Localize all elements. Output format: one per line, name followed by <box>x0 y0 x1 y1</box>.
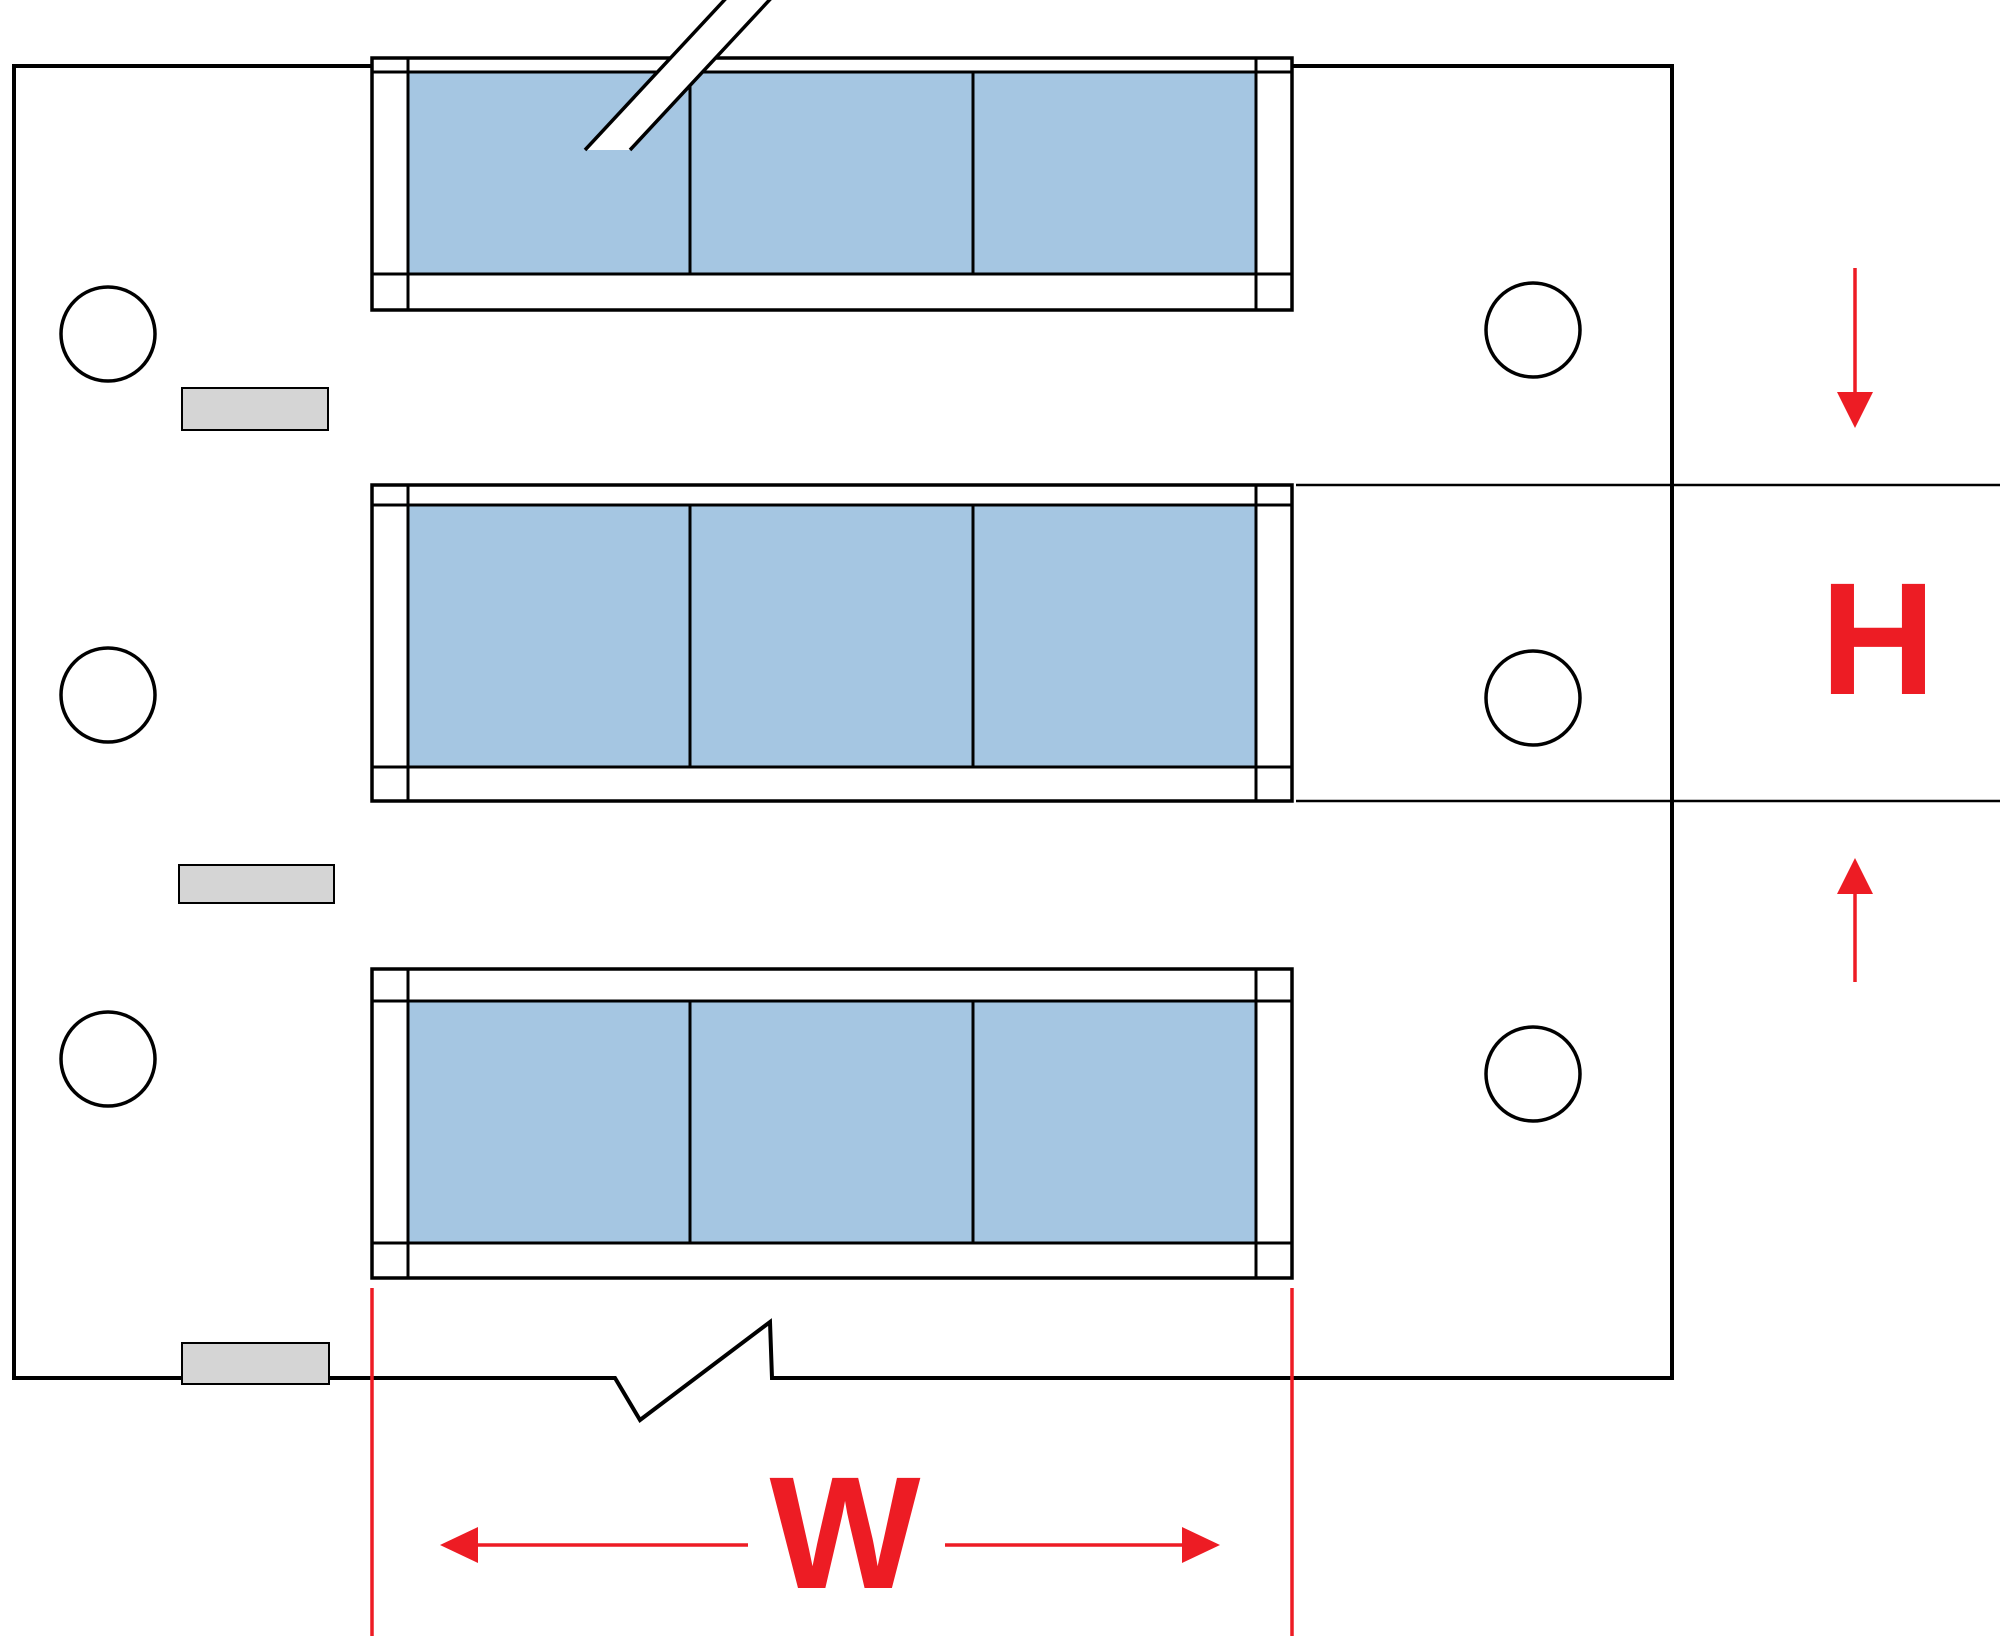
height-dimension: H <box>1296 268 2000 982</box>
break-cut-line <box>628 0 772 152</box>
sleeve-row-2 <box>370 483 1294 803</box>
sleeve-strip <box>406 999 1258 1245</box>
registration-mark <box>181 1342 330 1385</box>
width-dimension-label: W <box>769 1443 920 1622</box>
break-cut-line <box>583 0 727 152</box>
width-arrow-left-head <box>440 1527 478 1563</box>
registration-mark <box>178 864 335 904</box>
punch-hole <box>59 1010 157 1108</box>
sleeve-row-1 <box>370 0 1294 312</box>
height-arrow-down-head <box>1837 392 1873 428</box>
punch-hole <box>59 285 157 383</box>
sleeve-strip <box>406 503 1258 769</box>
width-dimension: W <box>370 1288 1294 1636</box>
punch-hole <box>1484 1025 1582 1123</box>
width-arrow-right-head <box>1182 1527 1220 1563</box>
height-arrow-up-head <box>1837 858 1873 894</box>
break-band <box>585 0 770 150</box>
sleeve-row-3 <box>370 967 1294 1280</box>
carrier-outline <box>12 64 1674 1423</box>
registration-mark <box>181 387 329 431</box>
punch-hole <box>1484 649 1582 747</box>
height-dimension-label: H <box>1820 549 1936 728</box>
punch-hole <box>59 646 157 744</box>
sleeve-strip <box>406 70 1258 276</box>
punch-hole <box>1484 281 1582 379</box>
